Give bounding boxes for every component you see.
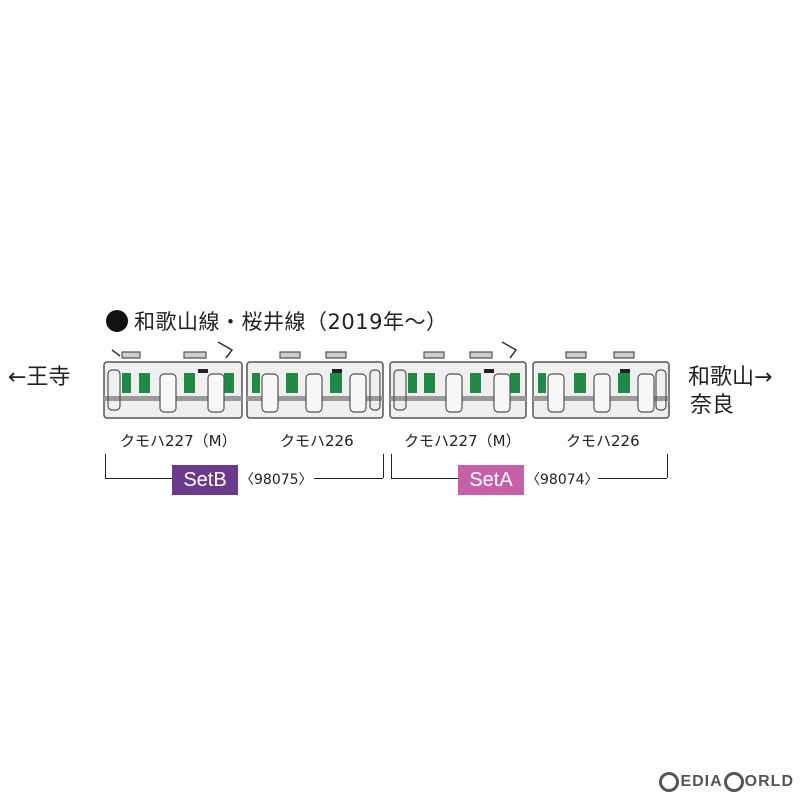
route-title: 和歌山線・桜井線（2019年～）: [106, 306, 447, 336]
train-car-2: [246, 351, 384, 419]
setb-bracket-line-left: [105, 478, 173, 479]
seta-bracket-line-left: [391, 478, 458, 479]
car-label-3: クモハ227（M）: [404, 432, 521, 450]
setb-bracket-right: [383, 454, 384, 478]
direction-left-label: ←王寺: [8, 365, 71, 390]
bullet-icon: [106, 310, 128, 332]
seta-bracket-line-right: [598, 478, 667, 479]
setb-bracket-line-right: [314, 478, 383, 479]
direction-right-line2: 奈良: [690, 393, 735, 418]
set-code-b: 〈98075〉: [240, 472, 313, 488]
direction-right: 和歌山→ 奈良: [688, 364, 772, 420]
mediaworld-logo: EDIA ORLD: [658, 772, 794, 792]
set-code-a: 〈98074〉: [526, 472, 599, 488]
set-badge-a: SetA: [458, 465, 524, 495]
car-label-2: クモハ226: [280, 432, 354, 450]
setb-bracket-left: [105, 454, 106, 478]
logo-ring-icon: [723, 772, 744, 792]
seta-bracket-right: [667, 454, 668, 478]
seta-bracket-left: [391, 454, 392, 478]
train-car-4: [532, 351, 670, 419]
logo-ring-icon: [659, 772, 680, 792]
direction-right-line1: 和歌山→: [688, 365, 773, 390]
route-title-text: 和歌山線・桜井線（2019年～）: [134, 310, 448, 334]
train-car-1: [103, 341, 243, 419]
set-badge-b: SetB: [172, 465, 238, 495]
car-label-4: クモハ226: [566, 432, 640, 450]
train-car-3: [389, 341, 527, 419]
car-label-1: クモハ227（M）: [120, 432, 237, 450]
